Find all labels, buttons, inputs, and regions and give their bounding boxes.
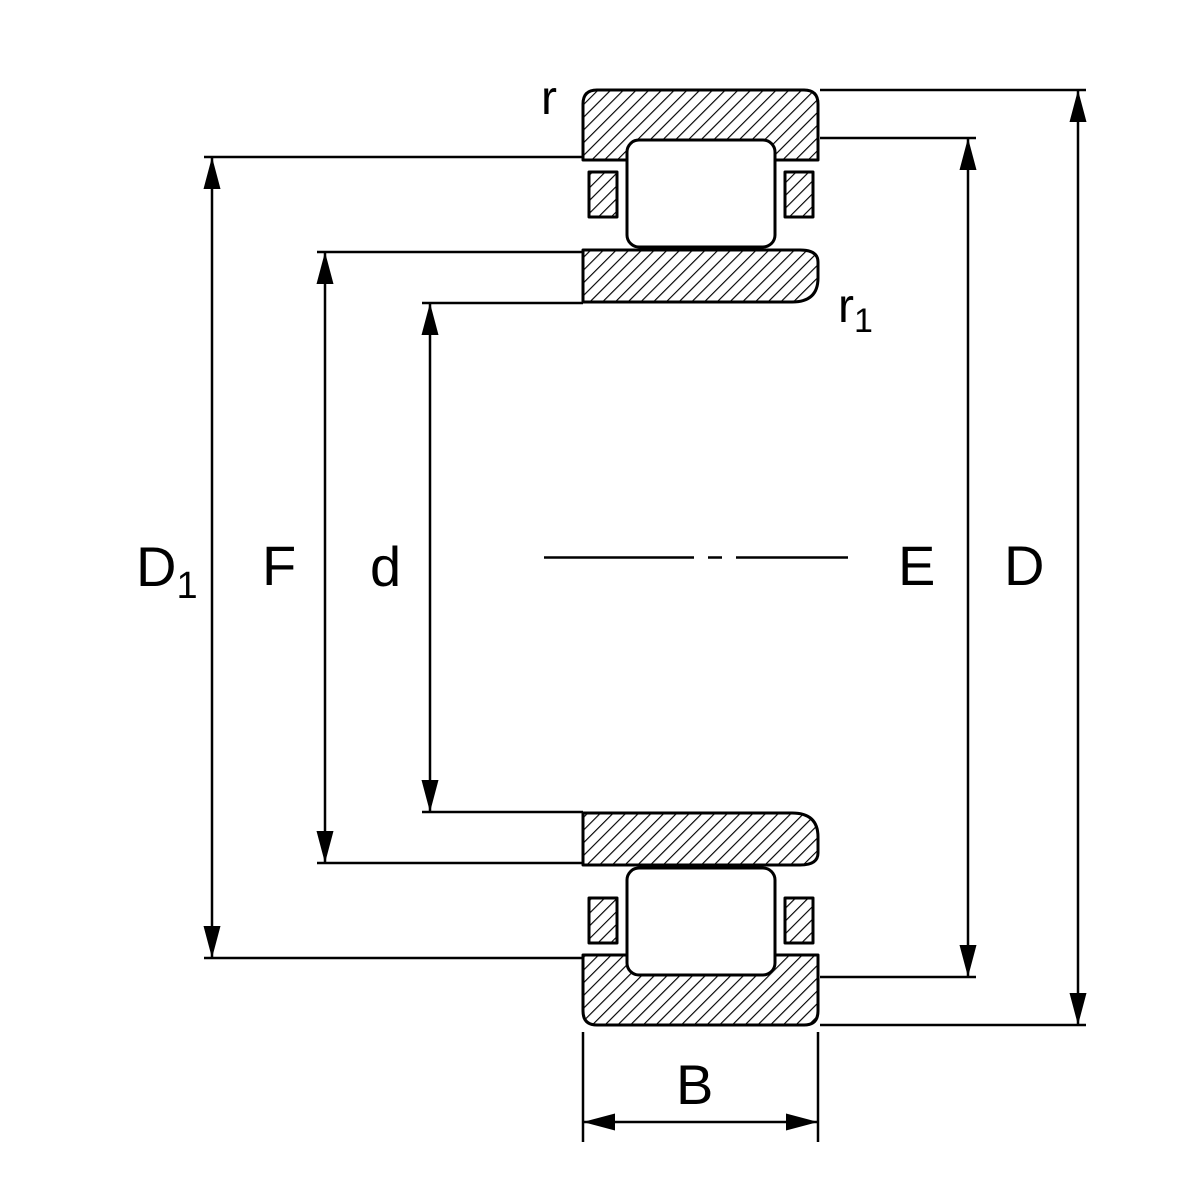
dimension-labels: D1 F d E D B r r1 [136, 72, 1044, 1116]
arrowhead-d-bottom [421, 780, 439, 812]
roller-bottom [625, 866, 777, 977]
label-F: F [262, 534, 296, 597]
arrowhead-E-top [959, 138, 977, 170]
label-E: E [898, 534, 935, 597]
dimension-B [581, 1032, 820, 1142]
cage-top-right [783, 170, 815, 219]
arrowhead-E-bottom [959, 945, 977, 977]
arrowhead-F-bottom [316, 831, 334, 863]
label-d: d [370, 535, 401, 598]
arrowhead-d-top [421, 303, 439, 335]
inner-ring-top-section [581, 248, 820, 304]
cage-top-left [587, 170, 619, 219]
dimension-d [421, 301, 583, 814]
label-r: r [541, 72, 557, 125]
inner-ring-bottom-section [581, 811, 820, 867]
arrowhead-B-left [583, 1113, 615, 1131]
arrowhead-D1-bottom [203, 926, 221, 958]
dimension-E [820, 136, 977, 979]
bearing-section [544, 88, 848, 1027]
arrowhead-B-right [786, 1113, 818, 1131]
label-B: B [676, 1053, 713, 1116]
label-D: D [1004, 534, 1044, 597]
arrowhead-D1-top [203, 157, 221, 189]
cage-bottom-right [783, 896, 815, 945]
label-D1: D1 [136, 535, 198, 607]
dimension-D [820, 88, 1087, 1027]
roller-top [625, 138, 777, 249]
arrowhead-D-bottom [1069, 993, 1087, 1025]
arrowhead-D-top [1069, 90, 1087, 122]
label-r1: r1 [838, 280, 873, 340]
cage-bottom-left [587, 896, 619, 945]
dimension-F [316, 250, 583, 865]
dimension-D1 [203, 155, 583, 960]
arrowhead-F-top [316, 252, 334, 284]
